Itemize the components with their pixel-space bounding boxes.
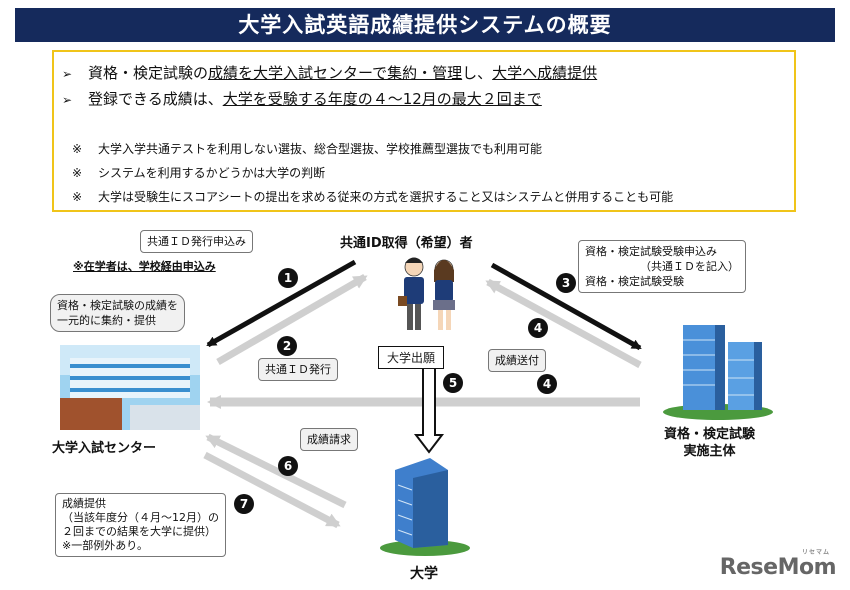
arrow-score-request — [205, 433, 347, 509]
exam-org-buildings-illustration — [663, 325, 773, 420]
summary-bullet-1: ➢資格・検定試験の成績を大学入試センターで集約・管理し、大学へ成績提供 — [62, 64, 598, 82]
callout-center-role: 資格・検定試験の成績を 一元的に集約・提供 — [50, 294, 185, 332]
bullet-arrow-icon: ➢ — [62, 67, 73, 81]
summary-box: ➢資格・検定試験の成績を大学入試センターで集約・管理し、大学へ成績提供 ➢登録で… — [52, 50, 796, 212]
applicant-label: 共通ID取得（希望）者 — [340, 236, 473, 251]
step-4-badge-lower: 4 — [537, 374, 557, 394]
arrow-exam-apply — [490, 262, 642, 351]
callout-id-application: 共通ＩＤ発行申込み — [140, 230, 253, 253]
callout-score-provide: 成績提供 （当該年度分（４月～12月）の ２回までの結果を大学に提供） ※一部例… — [55, 493, 226, 557]
arrow-id-issue — [216, 273, 368, 366]
center-label: 大学入試センター — [52, 441, 157, 456]
callout-id-issue: 共通ＩＤ発行 — [258, 358, 338, 381]
step-6-badge: 6 — [278, 456, 298, 476]
arrow-score-provide — [203, 451, 341, 529]
university-label: 大学 — [410, 566, 438, 582]
bullet-arrow-icon: ➢ — [62, 93, 73, 107]
resemom-logo: リセマム ReseMom — [719, 549, 837, 580]
application-box: 大学出願 — [378, 346, 445, 369]
callout-score-request: 成績請求 — [300, 428, 358, 451]
callout-score-send: 成績送付 — [488, 349, 546, 372]
arrow-id-application — [206, 259, 357, 348]
arrow-score-to-applicant — [485, 278, 642, 369]
page-title: 大学入試英語成績提供システムの概要 — [15, 8, 835, 42]
step-3-badge: 3 — [556, 273, 576, 293]
summary-note-2: ※システムを利用するかどうかは大学の判断 — [72, 166, 326, 180]
summary-bullet-2: ➢登録できる成績は、大学を受験する年度の４～12月の最大２回まで — [62, 90, 542, 108]
summary-note-3: ※大学は受験生にスコアシートの提出を求める従来の方式を選択すること又はシステムと… — [72, 190, 674, 204]
step-1-badge: 1 — [278, 268, 298, 288]
summary-note-1: ※大学入学共通テストを利用しない選抜、総合型選抜、学校推薦型選抜でも利用可能 — [72, 142, 543, 156]
university-building-illustration — [380, 458, 470, 556]
school-note: ※在学者は、学校経由申込み — [73, 260, 216, 273]
center-building-illustration — [60, 345, 200, 430]
step-7-badge: 7 — [234, 494, 254, 514]
step-4-badge-upper: 4 — [528, 318, 548, 338]
exam-org-label: 資格・検定試験 実施主体 — [664, 427, 756, 459]
students-illustration — [398, 257, 455, 330]
step-5-badge: 5 — [443, 373, 463, 393]
step-2-badge: 2 — [277, 336, 297, 356]
callout-exam-apply: 資格・検定試験受験申込み （共通ＩＤを記入） 資格・検定試験受験 — [578, 240, 746, 293]
arrow-application — [413, 364, 445, 454]
